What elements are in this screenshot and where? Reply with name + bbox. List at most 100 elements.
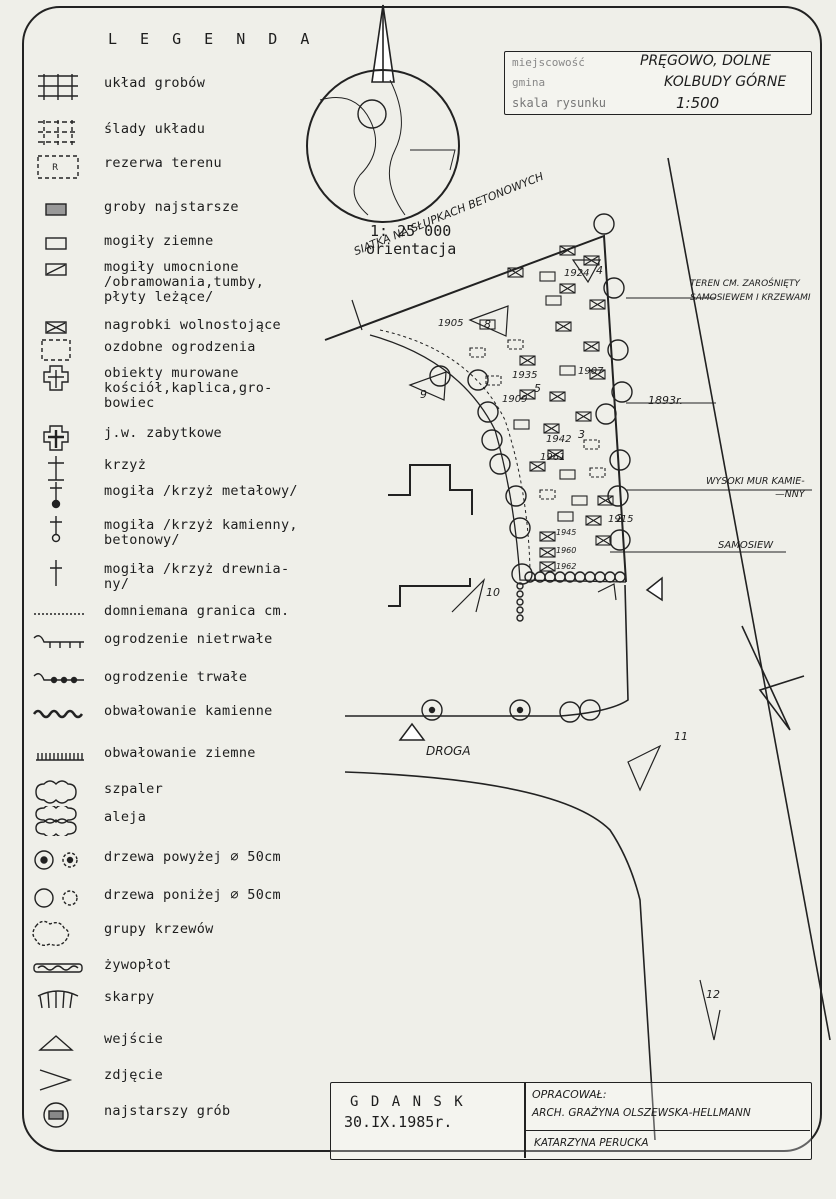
grave-cross-mark xyxy=(539,547,556,558)
legend-item-label: szpaler xyxy=(104,781,163,797)
tree-mark xyxy=(593,213,615,235)
orientation-circle xyxy=(306,69,460,223)
tree-mark xyxy=(421,699,443,721)
stone-bank-mark xyxy=(516,598,524,606)
stone-bank-mark xyxy=(516,590,524,598)
legend-item-label: krzyż xyxy=(104,457,147,473)
slashed-rect-icon xyxy=(45,263,67,276)
dashed-rect-icon xyxy=(41,339,71,361)
cross-icon xyxy=(48,456,64,481)
grave-cross-mark xyxy=(589,299,606,310)
place-label: miejscowość xyxy=(512,56,585,69)
legend-item-label: najstarszy grób xyxy=(104,1103,231,1119)
photo-number-label: 4 xyxy=(596,264,603,277)
grave-year-label: 1915 xyxy=(608,514,634,525)
grave-year-label: 1961 xyxy=(540,452,566,463)
grave-cross-mark xyxy=(589,369,606,380)
grave-mark xyxy=(539,489,556,500)
grave-cross-mark xyxy=(539,531,556,542)
legend-item-label: domniemana granica cm. xyxy=(104,603,290,619)
grave-cross-mark xyxy=(549,391,566,402)
sheet-frame xyxy=(22,6,822,1152)
crossed-rect-icon xyxy=(45,321,67,334)
grave-year-label: 1962 xyxy=(556,562,577,571)
grave-year-label: 1960 xyxy=(556,546,577,555)
legend-item-label: żywopłot xyxy=(104,957,172,973)
grave-mark xyxy=(519,355,536,366)
photo-number-label: 5 xyxy=(534,382,541,395)
empty-rect-icon xyxy=(45,237,67,250)
photo-icon xyxy=(39,1069,73,1091)
grave-cross-mark xyxy=(519,355,536,366)
legend-item-label: układ grobów xyxy=(104,75,206,91)
tree-trunk xyxy=(516,706,524,714)
legend-item-label: mogiła /krzyż drewnia- ny/ xyxy=(104,561,290,592)
grave-mark xyxy=(575,411,592,422)
grave-mark xyxy=(469,347,486,358)
grave-mark xyxy=(539,271,556,282)
header-box xyxy=(504,51,812,115)
dashed-grid-icon xyxy=(38,120,78,146)
photo-number-label: 12 xyxy=(706,988,720,1001)
grave-cross-mark xyxy=(597,495,614,506)
photo-icon xyxy=(451,578,486,613)
legend-item-label: ogrodzenie trwałe xyxy=(104,669,248,685)
grave-mark xyxy=(589,369,606,380)
grave-year-label: 1907 xyxy=(578,366,604,377)
legend-item-label: drzewa powyżej ∅ 50cm xyxy=(104,849,281,865)
stone-bank-mark xyxy=(516,606,524,614)
wood-cross-icon xyxy=(50,560,62,586)
grave-cross-mark xyxy=(585,515,602,526)
stone-bank-mark xyxy=(516,582,524,590)
grave-year-label: 1935 xyxy=(512,370,538,381)
photo-icon xyxy=(699,979,721,1041)
year-1893-label: 1893r. xyxy=(648,394,684,407)
stone-bank-mark xyxy=(516,614,524,622)
entrance-icon xyxy=(38,1035,74,1051)
legend-item-label: mogiły ziemne xyxy=(104,233,214,249)
grave-mark xyxy=(589,299,606,310)
tree-mark xyxy=(609,449,631,471)
legend-item-label: ogrodzenie nietrwałe xyxy=(104,631,273,647)
grave-mark xyxy=(539,561,556,572)
road-label: DROGA xyxy=(426,744,471,758)
grave-year-label: 1942 xyxy=(546,434,572,445)
shrub-group-icon xyxy=(32,920,70,947)
legend-item-label: obwałowanie ziemne xyxy=(104,745,256,761)
tree-mark xyxy=(481,429,503,451)
svg-text:R: R xyxy=(52,163,58,173)
grave-cross-mark xyxy=(543,423,560,434)
grave-cross-mark xyxy=(555,321,572,332)
grave-cross-mark xyxy=(559,245,576,256)
reserve-box-icon: R xyxy=(37,155,79,179)
legend-item-label: ozdobne ogrodzenia xyxy=(104,339,256,355)
dotted-line-icon xyxy=(34,613,86,615)
grave-mark xyxy=(595,535,612,546)
legend-item-label: nagrobki wolnostojące xyxy=(104,317,281,333)
tree-mark xyxy=(429,365,451,387)
grave-year-label: 1924 xyxy=(564,268,590,279)
grave-year-label: 1905 xyxy=(438,318,464,329)
photo-number-label: 2 xyxy=(616,512,623,525)
grave-mark xyxy=(519,389,536,400)
tree-mark xyxy=(505,485,527,507)
photo-icon xyxy=(408,371,447,401)
grave-mark xyxy=(543,423,560,434)
stone-bank-icon xyxy=(32,709,84,719)
church-historic-icon xyxy=(43,425,69,451)
grave-mark xyxy=(559,469,576,480)
hedge-mark xyxy=(594,571,606,583)
tree-mark xyxy=(609,529,631,551)
grave-cross-mark xyxy=(507,267,524,278)
photo-number-label: 11 xyxy=(674,730,688,743)
legend-item-label: zdjęcie xyxy=(104,1067,163,1083)
legend-item-label: wejście xyxy=(104,1031,163,1047)
tree-trunk xyxy=(428,706,436,714)
photo-number-label: 9 xyxy=(420,388,427,401)
big-tree-icon xyxy=(34,850,78,870)
grave-cross-mark xyxy=(529,461,546,472)
tree-mark xyxy=(603,277,625,299)
grave-mark xyxy=(559,245,576,256)
legend-item-label: mogiły umocnione /obramowania,tumby, pły… xyxy=(104,259,265,305)
tree-mark xyxy=(611,381,633,403)
